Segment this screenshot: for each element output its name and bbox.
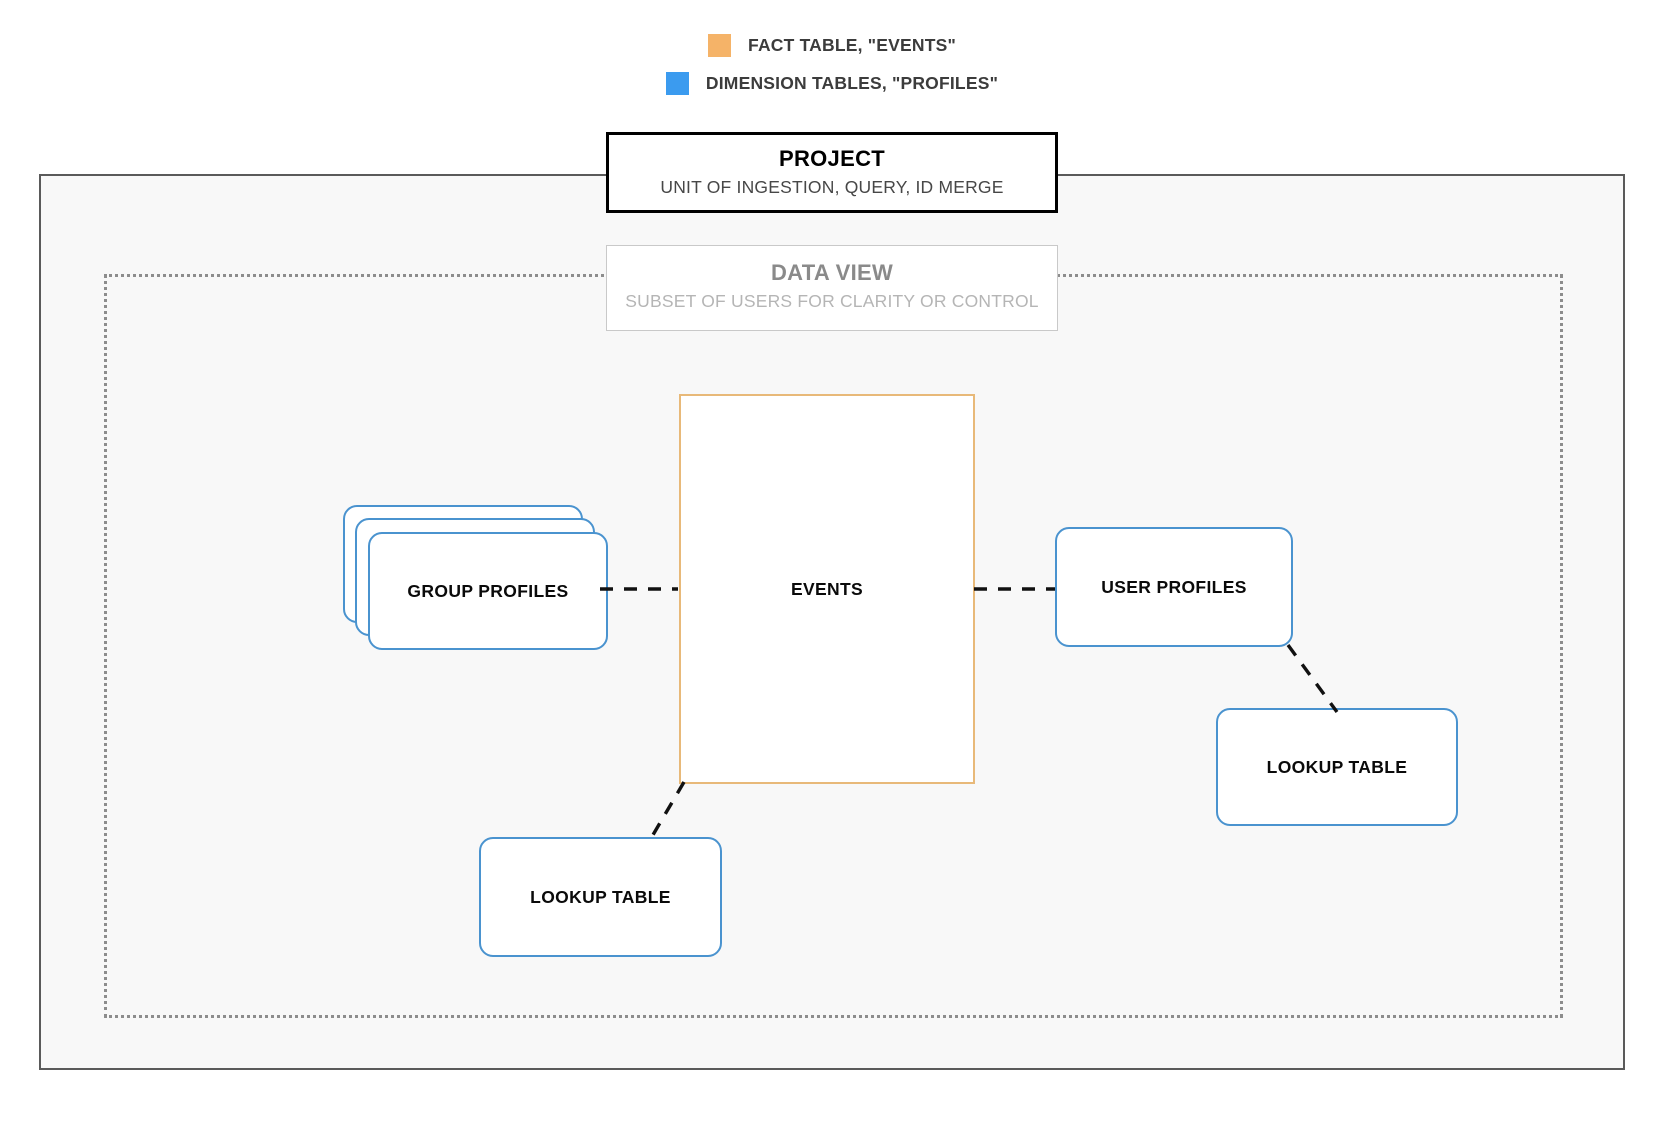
node-lookup-table-left[interactable]: LOOKUP TABLE <box>479 837 722 957</box>
node-user-profiles[interactable]: USER PROFILES <box>1055 527 1293 647</box>
project-title: PROJECT <box>778 146 885 171</box>
node-lookup-table-right-label: LOOKUP TABLE <box>1266 756 1408 777</box>
project-banner: PROJECT UNIT OF INGESTION, QUERY, ID MER… <box>606 132 1058 213</box>
legend-item-dimension-tables: DIMENSION TABLES, "PROFILES" <box>0 64 1664 102</box>
node-events-label: EVENTS <box>790 578 864 599</box>
node-group-profiles[interactable]: GROUP PROFILES <box>368 532 608 650</box>
legend-item-fact-table: FACT TABLE, "EVENTS" <box>0 26 1664 64</box>
node-user-profiles-label: USER PROFILES <box>1101 576 1247 597</box>
data-view-banner: DATA VIEW SUBSET OF USERS FOR CLARITY OR… <box>606 245 1058 331</box>
project-subtitle: UNIT OF INGESTION, QUERY, ID MERGE <box>660 176 1004 197</box>
blue-square-swatch <box>665 71 689 95</box>
legend: FACT TABLE, "EVENTS" DIMENSION TABLES, "… <box>0 26 1664 102</box>
node-group-profiles-label: GROUP PROFILES <box>407 580 569 601</box>
node-events[interactable]: EVENTS <box>679 394 975 784</box>
data-view-subtitle: SUBSET OF USERS FOR CLARITY OR CONTROL <box>625 290 1039 311</box>
orange-square-swatch <box>708 33 732 57</box>
node-lookup-table-left-label: LOOKUP TABLE <box>530 886 671 907</box>
node-lookup-table-right[interactable]: LOOKUP TABLE <box>1216 708 1458 826</box>
legend-item-fact-table-label: FACT TABLE, "EVENTS" <box>748 34 956 55</box>
data-view-title: DATA VIEW <box>770 260 894 285</box>
legend-item-dimension-tables-label: DIMENSION TABLES, "PROFILES" <box>705 72 999 93</box>
